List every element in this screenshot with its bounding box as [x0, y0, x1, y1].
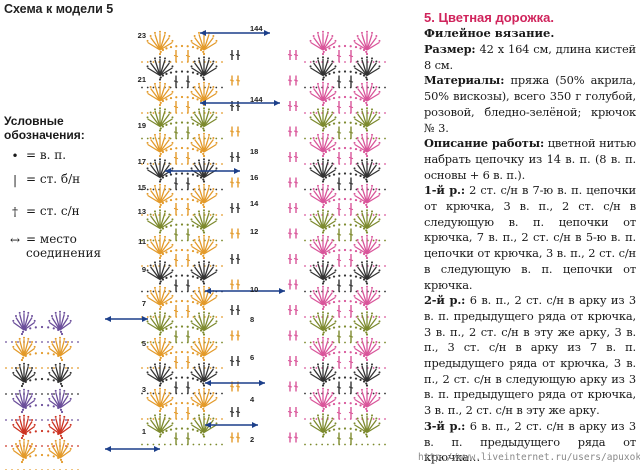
legend-single: | = ст. б/н [4, 172, 80, 187]
legend-join-line2: соединения [26, 246, 102, 260]
row-number-label: 1 [142, 427, 146, 436]
row-number-label: 8 [250, 315, 254, 324]
crochet-diagram: 23 21 19 17 15 13 11 9 7 5 3 1 144 144 18 16 14 12 10 8 6 4 2 [5, 24, 386, 470]
legend-double-text: = ст. с/н [26, 204, 80, 218]
row-number-label: 144 [250, 24, 263, 33]
size-text: 42 x 164 см, длина кистей 8 см. [424, 42, 636, 72]
row-number-label: 3 [142, 385, 146, 394]
schema-title: Схема к модели 5 [4, 2, 114, 16]
article-title: 5. Цветная дорожка. [424, 10, 554, 25]
row-number-label: 144 [250, 95, 263, 104]
work-paragraph: Описание работы: цветной нитью набрать ц… [424, 136, 636, 183]
row-number-label: 21 [138, 75, 146, 84]
join-arrow-icon: ↔ [9, 232, 21, 247]
article-body: Размер: 42 x 164 см, длина кистей 8 см. … [424, 42, 636, 466]
legend-join: ↔ = место [4, 232, 77, 247]
double-crochet-icon: † [12, 204, 18, 219]
row-number-label: 14 [250, 199, 259, 208]
materials-text: пряжа (50% акрила, 50% вискозы), всего 3… [424, 73, 636, 135]
row-number-label: 18 [250, 147, 258, 156]
legend-title-line2: обозначения: [4, 128, 85, 142]
stitch-pattern: 23 21 19 17 15 13 11 9 7 5 3 1 144 144 18 16 14 12 10 8 6 4 2 [5, 24, 386, 470]
row-number-label: 5 [142, 339, 146, 348]
legend-single-text: = ст. б/н [26, 172, 81, 186]
materials-paragraph: Материалы: пряжа (50% акрила, 50% вискоз… [424, 73, 636, 136]
row3-label: 3-й р.: [424, 418, 466, 433]
row1-label: 1-й р.: [424, 183, 465, 198]
legend-title-line1: Условные [4, 114, 64, 128]
row2-text: 6 в. п., 2 ст. с/н в арку из 3 в. п. пре… [424, 293, 636, 418]
row-number-label: 4 [250, 395, 255, 404]
row-number-label: 9 [142, 265, 146, 274]
row2-paragraph: 2-й р.: 6 в. п., 2 ст. с/н в арку из 3 в… [424, 293, 636, 419]
row-number-label: 7 [142, 299, 146, 308]
row-number-label: 23 [138, 31, 146, 40]
materials-label: Материалы: [424, 73, 505, 88]
legend-double: † = ст. с/н [4, 204, 80, 219]
legend: Условные обозначения: • = в. п. | = ст. б/… [4, 114, 134, 260]
work-label: Описание работы: [424, 136, 545, 151]
work-text: цветной нитью набрать цепочку из 14 в. п… [424, 136, 636, 182]
size-paragraph: Размер: 42 x 164 см, длина кистей 8 см. [424, 42, 636, 73]
row-number-label: 10 [250, 285, 258, 294]
row3-text: 6 в. п., 2 ст. с/н в арку из 3 в. п. пре… [424, 418, 636, 465]
legend-join-text: = место [26, 232, 77, 246]
row-number-label: 15 [138, 183, 146, 192]
legend-chain: • = в. п. [4, 148, 66, 163]
article: 5. Цветная дорожка. Филейное вязание. Ра… [424, 10, 636, 466]
row-number-label: 2 [250, 435, 254, 444]
row-number-label: 12 [250, 227, 258, 236]
row-number-label: 6 [250, 353, 254, 362]
row-number-label: 11 [138, 237, 146, 246]
row1-text: 2 ст. с/н в 7-ю в. п. цепочки от крючка,… [424, 183, 636, 292]
row-number-label: 19 [138, 121, 146, 130]
row1-paragraph: 1-й р.: 2 ст. с/н в 7-ю в. п. цепочки от… [424, 183, 636, 293]
row-number-label: 13 [138, 207, 146, 216]
row-number-label: 17 [138, 157, 146, 166]
legend-chain-text: = в. п. [26, 148, 67, 162]
row2-label: 2-й р.: [424, 293, 466, 308]
row3-paragraph: 3-й р.: 6 в. п., 2 ст. с/н в арку из 3 в… [424, 419, 636, 466]
size-label: Размер: [424, 42, 476, 56]
chain-stitch-icon: • [11, 148, 19, 163]
row-number-label: 16 [250, 173, 258, 182]
article-subtitle: Филейное вязание. [424, 26, 555, 40]
watermark-url: http://www.liveinternet.ru/users/apuxok/ [418, 452, 640, 463]
single-crochet-icon: | [12, 172, 18, 187]
